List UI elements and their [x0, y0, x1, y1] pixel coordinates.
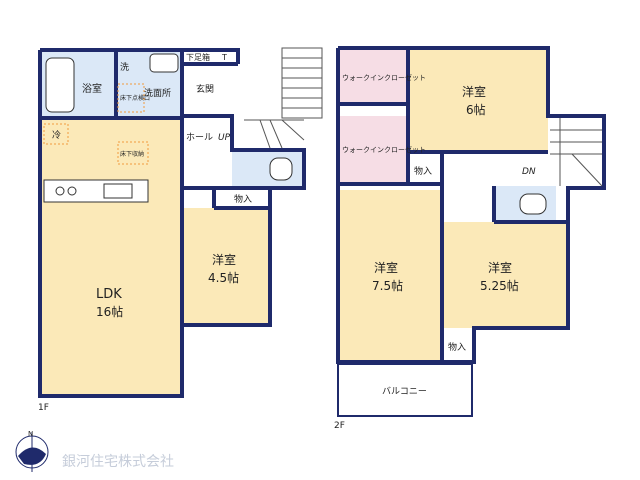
- stove-burner: [55, 186, 65, 196]
- floor2-outer-wall: [336, 46, 606, 364]
- room6-area: [408, 48, 548, 152]
- company-name: 銀河住宅株式会社: [62, 454, 174, 470]
- room-45-area: [182, 208, 270, 325]
- entrance-wall: [182, 48, 240, 64]
- ldk-area: [40, 118, 182, 396]
- room525-size: 5.25帖: [480, 278, 519, 293]
- wash-label: 洗: [120, 61, 129, 73]
- north-arrow-icon: [15, 432, 49, 472]
- room45-wall: [182, 186, 272, 327]
- room6-name: 洋室: [462, 84, 486, 99]
- kitchen-sink: [103, 183, 133, 199]
- ldk-wall: [38, 48, 184, 398]
- storage-1f-label: 物入: [234, 193, 252, 205]
- wic1-area: [338, 48, 408, 104]
- floor-1: 浴室 洗 床下点検口 洗面所 下足箱 T 玄関 冷 床下収納 ホール UP 物入…: [38, 47, 323, 413]
- stove-burner-2: [67, 186, 77, 196]
- room75-name: 洋室: [374, 260, 398, 275]
- fridge-label: 冷: [52, 129, 61, 141]
- dn-label: DN: [522, 167, 536, 177]
- inspection-label: 床下点検口: [120, 94, 150, 102]
- bathtub: [45, 57, 75, 113]
- underfloor-storage-label: 床下収納: [120, 150, 144, 158]
- stairs-1f: [244, 47, 323, 149]
- balcony-label: バルコニー: [382, 386, 427, 397]
- room75-area: [338, 190, 442, 362]
- room45-size: 4.5帖: [208, 270, 239, 285]
- fridge-box: [43, 123, 69, 145]
- underfloor-storage-box: [117, 141, 149, 165]
- wash-basin: [149, 53, 179, 73]
- entrance-label: 玄関: [196, 83, 214, 95]
- room75-size: 7.5帖: [372, 278, 403, 293]
- wic2-label: ウォークインクローゼット: [342, 145, 426, 154]
- washroom-label: 洗面所: [144, 87, 171, 99]
- t-mark-label: T: [221, 53, 227, 62]
- entrance-area: [182, 64, 238, 116]
- room525-area: [442, 222, 568, 328]
- stairs-2f: [550, 118, 603, 187]
- wic1-label: ウォークインクローゼット: [342, 73, 426, 82]
- balcony: [337, 363, 473, 417]
- room6-size: 6帖: [466, 102, 486, 117]
- room45-name: 洋室: [212, 252, 236, 267]
- bath-label: 浴室: [82, 82, 102, 95]
- hall-label: ホール: [186, 132, 213, 143]
- up-label: UP: [218, 133, 231, 143]
- wic2-area: [338, 116, 408, 184]
- ldk-size: 16帖: [96, 304, 123, 319]
- floor-2: ウォークインクローゼット ウォークインクローゼット 洋室 6帖 物入 DN 洋室…: [334, 46, 606, 431]
- inspection-box: [117, 83, 145, 113]
- room525-name: 洋室: [488, 260, 512, 275]
- north-label: N: [28, 430, 33, 438]
- floor2-label: 2F: [334, 421, 345, 431]
- storage-mid-label: 物入: [414, 165, 432, 177]
- storage-bottom-label: 物入: [448, 341, 466, 353]
- toilet-1f-area: [232, 150, 304, 188]
- shoebox-label: 下足箱: [186, 52, 210, 62]
- toilet-2f: [519, 193, 547, 215]
- hall-wall: [182, 114, 306, 190]
- floor1-label: 1F: [38, 403, 49, 413]
- toilet-1f: [269, 157, 293, 181]
- ldk-name: LDK: [96, 287, 122, 302]
